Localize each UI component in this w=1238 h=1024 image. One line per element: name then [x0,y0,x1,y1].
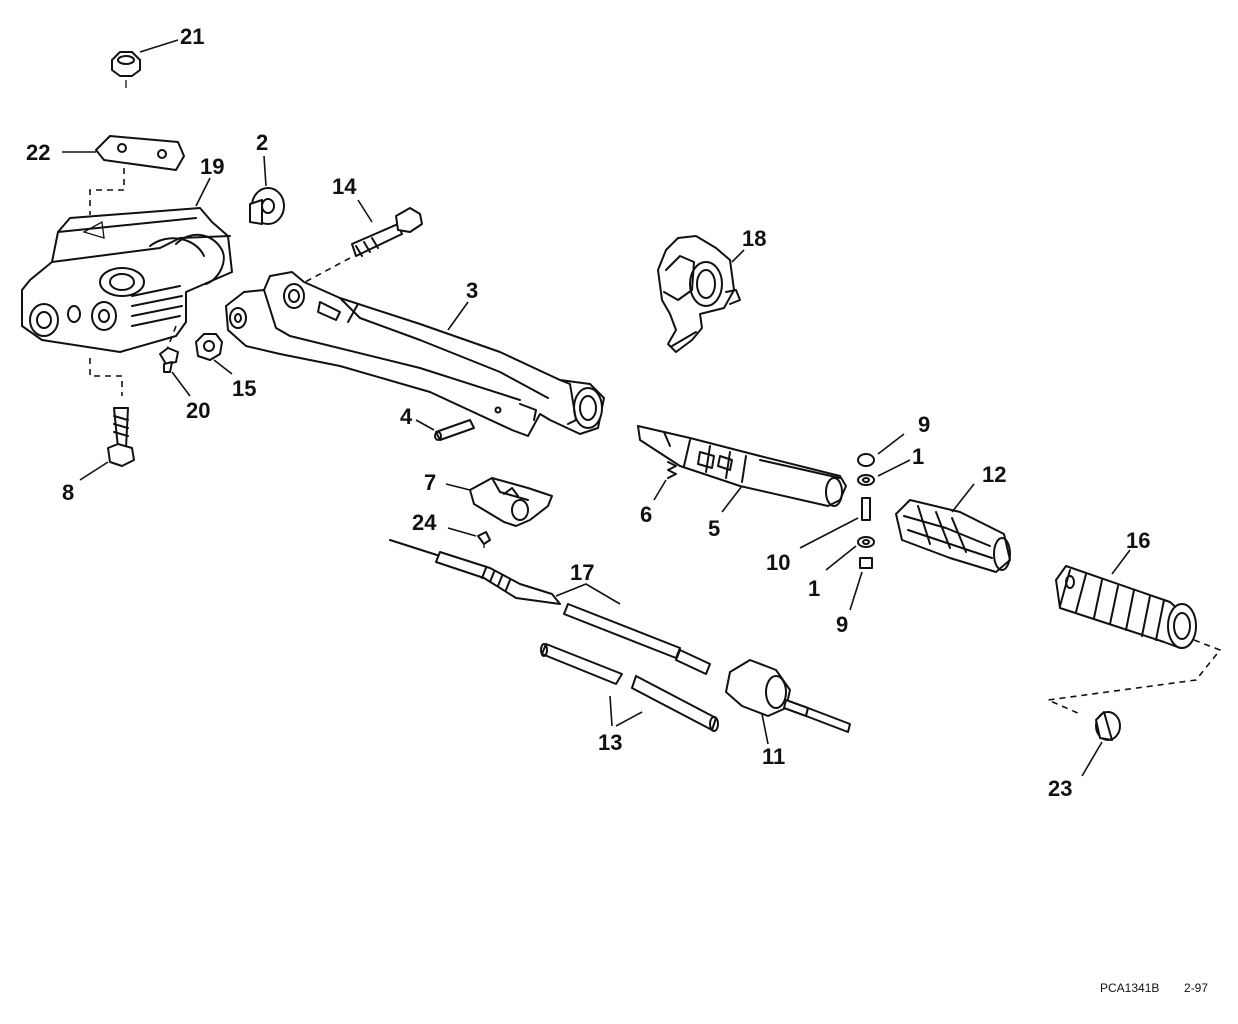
part-3-tiller-arm [225,271,605,437]
part-2-bushing [249,187,285,225]
callout-17: 17 [570,560,594,585]
callout-12: 12 [982,462,1006,487]
part-17-throttle-cable [389,539,711,675]
part-1-bottom-washer [857,536,875,548]
part-18-friction-assembly [657,235,741,353]
callout-21: 21 [180,24,204,49]
part-1-top-washer [857,474,875,486]
part-14-bolt [289,207,423,291]
callout-13: 13 [598,730,622,755]
callout-11: 11 [762,744,785,769]
callout-20: 20 [186,398,210,423]
callout-6: 6 [640,502,652,527]
callout-4: 4 [400,404,413,429]
part-24-screw [477,531,491,548]
callout-9-top: 9 [918,412,930,437]
callout-labels: 21 22 19 2 14 18 3 15 20 8 4 9 1 12 7 6 … [26,24,1150,801]
callout-10: 10 [766,550,790,575]
part-23-cap [1095,711,1121,741]
part-22-plate [89,135,185,215]
part-6-spring [667,461,677,479]
callout-3: 3 [466,278,478,303]
callout-19: 19 [200,154,224,179]
part-10-pin [861,497,871,521]
callout-23: 23 [1048,776,1072,801]
part-21-nut [111,51,141,88]
callout-14: 14 [332,174,357,199]
callout-8: 8 [62,480,74,505]
callout-5: 5 [708,516,720,541]
part-12-grip-insert [895,499,1011,573]
callout-16: 16 [1126,528,1150,553]
part-5-throttle-shaft [637,425,847,507]
callout-15: 15 [232,376,256,401]
callout-2: 2 [256,130,268,155]
callout-1-top: 1 [912,444,924,469]
callout-1-bottom: 1 [808,576,820,601]
part-9-top-nut [857,453,875,467]
leader-lines [62,39,1131,777]
part-9-bottom-nut [859,557,873,569]
part-19-bracket [21,207,233,353]
callout-22: 22 [26,140,50,165]
part-11-adjuster [725,659,851,733]
callout-7: 7 [424,470,436,495]
part-13-sleeves [540,643,719,732]
part-8-bolt [89,358,135,467]
callout-9-bottom: 9 [836,612,848,637]
part-7-bracket [469,477,553,527]
callout-18: 18 [742,226,766,251]
figure-reference: PCA1341B 2-97 [1100,981,1208,995]
callout-24: 24 [412,510,437,535]
date-code: 2-97 [1184,981,1208,995]
part-code: PCA1341B [1100,981,1159,995]
part-16-twist-grip [1045,565,1222,715]
part-20-screw [159,347,179,373]
part-4-pin [434,419,475,441]
part-15-nut [195,333,223,361]
